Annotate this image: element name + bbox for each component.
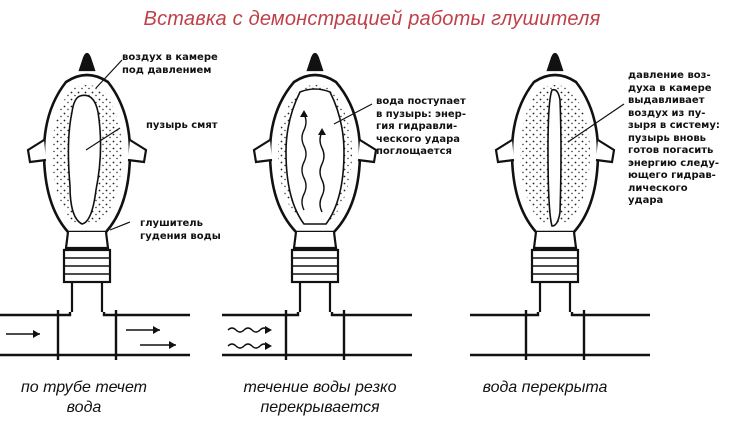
note-line: лического [628, 182, 688, 194]
squiggle-2b [319, 131, 325, 213]
caption-line: вода [66, 399, 102, 416]
note-line: удара [628, 195, 664, 206]
note-line: давление воз- [628, 70, 711, 81]
pipe-3 [470, 312, 650, 357]
pipe-2 [222, 312, 412, 357]
stem-1 [70, 282, 104, 312]
neck-1 [64, 231, 110, 250]
pointer-line-1b [85, 127, 121, 151]
note-line: воздух в камере [122, 52, 218, 63]
wave-arrow-2b [227, 343, 269, 349]
note-line: пузырь вновь [628, 132, 707, 144]
valve-cap-1 [82, 52, 92, 59]
caption-line: течение воды резко [243, 379, 397, 396]
note-line: ющего гидрав- [628, 170, 716, 181]
note-water-enters: вода поступает в пузырь: энер- гия гидра… [376, 96, 466, 159]
wave-arrow-2a [227, 327, 269, 333]
caption-water-flows: по трубе течет вода [4, 378, 164, 418]
note-bubble-crushed: пузырь смят [146, 120, 218, 133]
note-air-chamber: воздух в камере под давлением [122, 52, 218, 77]
caption-line: по трубе течет [20, 379, 147, 396]
pipe-1 [0, 312, 190, 357]
note-line: зыря в систему: [628, 120, 720, 131]
note-air-pressure: давление воз- духа в камере выдавливает … [628, 70, 720, 208]
muffler-1 [0, 52, 190, 360]
pointer-line-1a [95, 59, 123, 89]
note-line: духа в камере [628, 82, 712, 94]
note-line: энергию следу- [628, 157, 719, 169]
top-valve-2 [306, 56, 324, 72]
page-title: Вставка с демонстрацией работы глушителя [143, 8, 601, 30]
bubble-1 [67, 94, 102, 225]
bubble-3 [547, 88, 562, 227]
note-line: гия гидравли- [376, 121, 458, 132]
left-ear-1 [26, 139, 47, 164]
tee-joint-1 [56, 310, 118, 360]
squiggle-2a [301, 113, 307, 211]
note-muffler: глушитель гудения воды [140, 218, 221, 243]
caption-line: вода перекрыта [482, 379, 608, 396]
muffler-2 [222, 52, 412, 360]
pointer-line-1c [109, 221, 131, 231]
caption-water-stopped: вода перекрыта [460, 378, 630, 398]
note-line: в пузырь: энер- [376, 108, 466, 120]
top-valve-1 [78, 56, 96, 72]
note-line: ческого удара [376, 133, 461, 145]
right-ear-1 [127, 139, 148, 164]
top-valve-3 [546, 56, 564, 72]
note-line: готов погасить [628, 145, 714, 156]
note-line: выдавливает [628, 95, 705, 106]
note-line: глушитель [140, 218, 203, 229]
note-line: гудения воды [140, 230, 221, 242]
note-line: под давлением [122, 64, 212, 76]
note-line: поглощается [376, 146, 452, 157]
note-line: пузырь смят [146, 120, 218, 131]
pointer-line-3 [567, 103, 625, 143]
caption-flow-stops: течение воды резко перекрывается [220, 378, 420, 418]
caption-line: перекрывается [260, 399, 380, 416]
bubble-2 [285, 88, 345, 225]
note-line: воздух из пу- [628, 107, 706, 119]
pointer-line-2 [333, 103, 373, 125]
note-line: вода поступает [376, 96, 466, 107]
muffler-3 [470, 52, 650, 360]
